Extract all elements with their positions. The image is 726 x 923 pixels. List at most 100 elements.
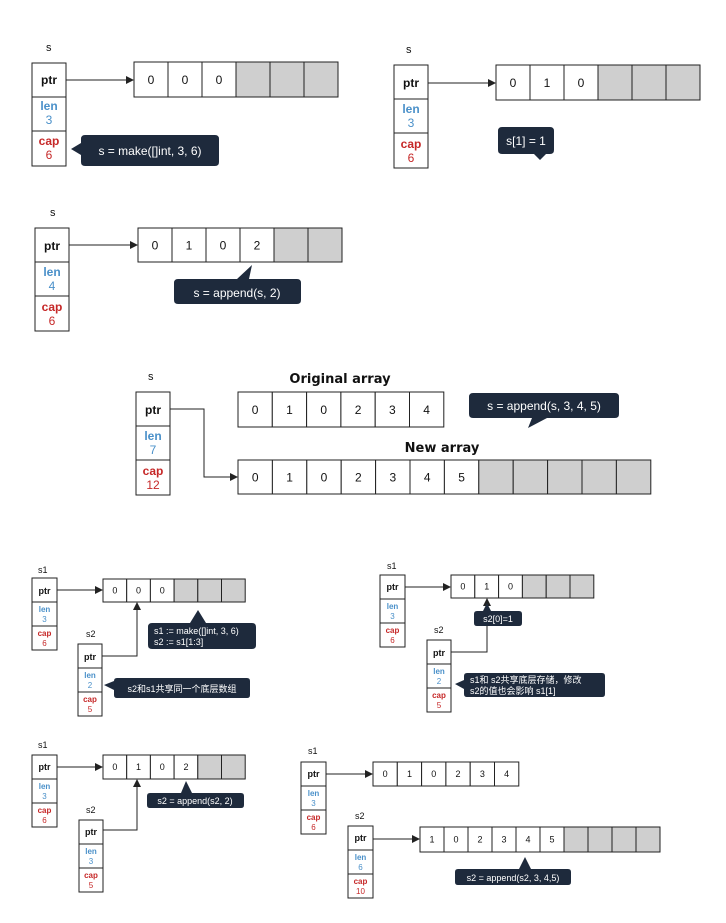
array-cell-value: 5 — [458, 470, 465, 484]
slice-header: ptr len 4 cap 6 — [34, 227, 70, 332]
array-cell-value: 1 — [544, 76, 551, 90]
slice-name-label: s — [50, 207, 56, 219]
array-cell-value: 0 — [320, 403, 327, 417]
empty-array-cell — [635, 826, 661, 853]
array-cell-value: 0 — [252, 470, 259, 484]
code-tooltip: s = make([]int, 3, 6) — [71, 135, 219, 166]
array-cell — [396, 761, 423, 787]
array-cell — [306, 391, 342, 428]
array-cell-value: 3 — [501, 835, 506, 845]
array-cell-value: 2 — [355, 470, 362, 484]
array-cell — [340, 459, 377, 495]
array-cell-value: 1 — [484, 582, 489, 592]
ptr-label: ptr — [433, 648, 445, 658]
len-label: len — [308, 789, 320, 798]
array-cell — [494, 761, 520, 787]
array-cell — [419, 826, 445, 853]
len-label: len — [144, 429, 161, 443]
cap-value: 10 — [356, 887, 365, 896]
array-cell — [491, 826, 517, 853]
s1-name-label: s1 — [38, 565, 48, 575]
empty-array-cell — [273, 227, 309, 263]
cap-label: cap — [354, 877, 368, 886]
empty-array-cell — [563, 826, 589, 853]
array-cell-value: 1 — [286, 403, 293, 417]
array-cell — [421, 761, 447, 787]
len-value: 4 — [49, 279, 56, 293]
array-cell-value: 1 — [407, 769, 412, 779]
note-tooltip: s2和s1共享同一个底层数组 — [104, 678, 250, 698]
array-cell-value: 4 — [424, 470, 431, 484]
array-cell — [133, 61, 169, 98]
array-cell — [529, 64, 565, 101]
array-cell — [443, 826, 469, 853]
original-array: 0 1 0 2 3 4 — [237, 391, 445, 428]
array-cell — [239, 227, 275, 263]
code-tooltip: s = append(s, 2) — [174, 265, 301, 304]
array-cell-value: 1 — [429, 835, 434, 845]
len-value: 2 — [437, 677, 442, 686]
len-value: 3 — [390, 612, 395, 621]
tooltip-text: s = make([]int, 3, 6) — [98, 144, 201, 158]
s2-header: ptr len 2 cap 5 — [77, 643, 103, 717]
cap-label: cap — [432, 691, 446, 700]
array-cell — [445, 761, 471, 787]
s2-pointer-arrow — [103, 779, 141, 831]
array-cell — [201, 61, 237, 98]
cap-value: 6 — [42, 816, 47, 825]
empty-array-cell — [615, 459, 652, 495]
new-array-title: New array — [405, 441, 480, 456]
array-cell-value: 0 — [383, 769, 388, 779]
array-cell-value: 0 — [160, 586, 165, 596]
s2-name-label: s2 — [434, 625, 444, 635]
slice-name-label: s — [148, 371, 154, 383]
empty-array-cell — [611, 826, 637, 853]
ptr-label: ptr — [39, 762, 51, 772]
s2-name-label: s2 — [86, 805, 96, 815]
array-cell — [340, 391, 376, 428]
empty-array-cell — [303, 61, 339, 98]
array-cell-value: 4 — [423, 403, 430, 417]
len-value: 7 — [150, 443, 157, 457]
s2-header: ptr len 2 cap 5 — [426, 639, 452, 713]
s2-pointer-arrow — [102, 602, 141, 657]
ptr-label: ptr — [44, 239, 60, 253]
array-cell-value: 3 — [389, 403, 396, 417]
cap-value: 6 — [311, 823, 316, 832]
s1-name-label: s1 — [387, 561, 397, 571]
array-cell-value: 5 — [549, 835, 554, 845]
empty-array-cell — [631, 64, 667, 101]
note-text: s2和s1共享同一个底层数组 — [127, 683, 236, 694]
code-tooltip: s[1] = 1 — [498, 127, 554, 160]
ptr-label: ptr — [308, 769, 320, 779]
array-cell — [495, 64, 531, 101]
len-label: len — [84, 671, 96, 680]
array-cell-value: 0 — [182, 73, 189, 87]
array-cell — [237, 459, 273, 495]
len-value: 3 — [46, 113, 53, 127]
len-label: len — [85, 847, 97, 856]
cap-label: cap — [386, 626, 400, 635]
note-tooltip: s1和 s2共享底层存储，修改 s2的值也会影响 s1[1] — [455, 673, 605, 697]
len-label: len — [43, 265, 60, 279]
len-value: 2 — [88, 681, 93, 690]
len-label: len — [40, 99, 57, 113]
array-cell — [137, 227, 173, 263]
array-cell-value: 0 — [112, 586, 117, 596]
len-label: len — [355, 853, 367, 862]
array-cell-value: 0 — [453, 835, 458, 845]
array-cell-value: 0 — [252, 403, 259, 417]
array-cell-value: 2 — [355, 403, 362, 417]
slice-header: ptr len 7 cap 12 — [135, 391, 171, 496]
array-cell — [467, 826, 493, 853]
cap-label: cap — [307, 813, 321, 822]
code-tooltip: s1 := make([]int, 3, 6) s2 := s1[1:3] — [148, 610, 256, 649]
len-value: 3 — [311, 799, 316, 808]
tooltip-text: s[1] = 1 — [506, 134, 546, 148]
